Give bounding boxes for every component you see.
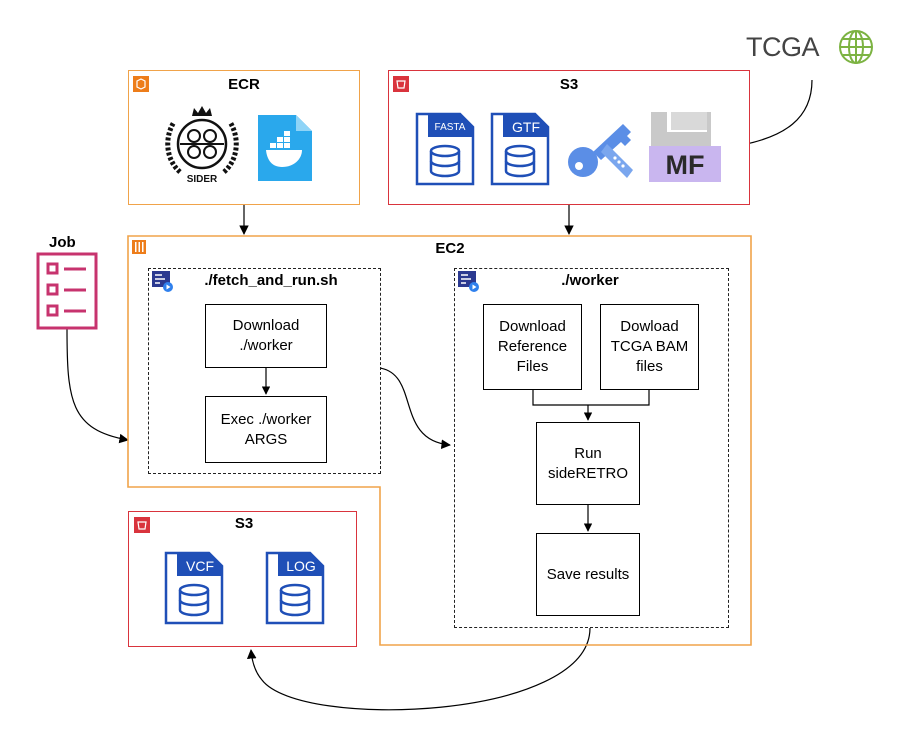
ec2-title: EC2 bbox=[435, 240, 465, 257]
sider-logo: SIDER bbox=[165, 106, 239, 185]
arrow-fetch-to-worker bbox=[379, 367, 451, 449]
download-worker-box: Download ./worker bbox=[205, 304, 327, 368]
arrow-job-to-ec2 bbox=[66, 327, 129, 444]
mf-file-icon: MF bbox=[649, 112, 721, 182]
run-sideretro-text: Run sideRETRO bbox=[547, 444, 629, 482]
s3-results-bucket-icon bbox=[134, 517, 150, 533]
key-icon bbox=[568, 124, 633, 178]
vcf-file-icon: VCF bbox=[164, 551, 224, 625]
worker-title: ./worker bbox=[561, 272, 619, 289]
worker-script-icon bbox=[458, 271, 479, 292]
checklist-icon bbox=[36, 252, 98, 330]
exec-worker-text: Exec ./worker ARGS bbox=[220, 410, 312, 448]
log-label: LOG bbox=[286, 558, 316, 574]
s3-results-title: S3 bbox=[234, 515, 254, 532]
exec-worker-box: Exec ./worker ARGS bbox=[205, 396, 327, 463]
download-refs-text: Download Reference Files bbox=[497, 318, 568, 375]
docker-file-icon bbox=[258, 115, 312, 181]
ecr-icon bbox=[133, 76, 149, 92]
fetch-title: ./fetch_and_run.sh bbox=[204, 272, 338, 289]
ecr-title: ECR bbox=[228, 76, 260, 93]
vcf-label: VCF bbox=[186, 558, 214, 574]
download-bam-box: Dowload TCGA BAM files bbox=[600, 304, 699, 390]
save-results-text: Save results bbox=[546, 565, 630, 583]
s3-bucket-icon bbox=[393, 76, 409, 92]
arrow-worker-to-s3-results bbox=[246, 627, 591, 711]
s3-refs-title: S3 bbox=[559, 76, 579, 93]
fasta-label: FASTA bbox=[435, 122, 466, 133]
mf-label: MF bbox=[666, 150, 705, 180]
download-refs-box: Download Reference Files bbox=[483, 304, 582, 390]
gtf-label: GTF bbox=[512, 119, 540, 135]
log-file-icon: LOG bbox=[265, 551, 325, 625]
job-label: Job bbox=[49, 234, 76, 251]
tcga-label: TCGA bbox=[746, 32, 820, 62]
ec2-icon bbox=[132, 240, 146, 254]
run-sideretro-box: Run sideRETRO bbox=[536, 422, 640, 505]
gtf-file-icon: GTF bbox=[490, 112, 550, 186]
save-results-box: Save results bbox=[536, 533, 640, 616]
globe-icon bbox=[839, 30, 873, 64]
script-icon bbox=[152, 271, 173, 292]
download-worker-text: Download ./worker bbox=[232, 317, 300, 354]
fasta-file-icon: FASTA bbox=[415, 112, 475, 186]
sider-logo-text: SIDER bbox=[187, 174, 218, 185]
download-bam-text: Dowload TCGA BAM files bbox=[610, 318, 689, 375]
